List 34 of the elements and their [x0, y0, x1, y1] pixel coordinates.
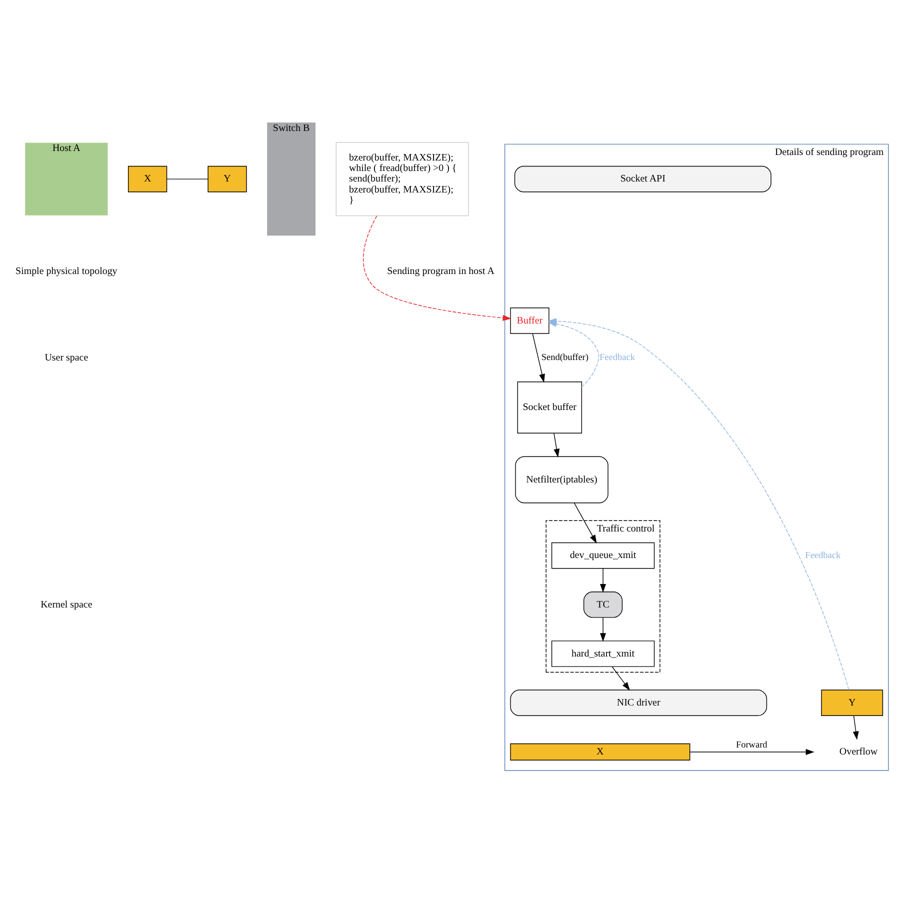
- node-box: bzero(buffer, MAXSIZE); while ( fread(buffer) >0 ) { send(buffer); bzero(buffer, MAXSIZE); }: [336, 142, 469, 216]
- arrow: [852, 714, 859, 740]
- node-box: Netfilter(iptables): [515, 456, 608, 503]
- arrow: [362, 215, 512, 320]
- arrow: [532, 332, 545, 382]
- node-box: Buffer: [510, 307, 550, 334]
- arrow: [690, 748, 814, 754]
- node-box: X: [128, 165, 168, 192]
- arrow: [612, 666, 630, 690]
- node-box: NIC driver: [510, 689, 768, 716]
- node-box: dev_queue_xmit: [551, 542, 655, 568]
- node-text: Overflow: [839, 746, 878, 758]
- arrow: [574, 502, 597, 543]
- edge-label: Send(buffer): [541, 352, 588, 363]
- edge-label: Forward: [736, 740, 768, 750]
- label: User space: [44, 352, 88, 363]
- node-box: Socket buffer: [517, 381, 582, 433]
- arrow: [600, 568, 606, 592]
- node-box: Y: [821, 689, 884, 716]
- node-box: X: [510, 742, 690, 760]
- node-box: Socket API: [514, 165, 772, 192]
- label: Kernel space: [40, 598, 92, 610]
- node-box: Switch B: [267, 122, 316, 236]
- node-box: hard_start_xmit: [551, 640, 655, 666]
- edge-label: Feedback: [805, 550, 841, 560]
- arrow: [600, 616, 606, 642]
- node-box: Host A: [25, 142, 108, 215]
- arrow: [554, 432, 560, 457]
- node-box: Y: [208, 165, 247, 192]
- label: Simple physical topology: [16, 266, 118, 277]
- edge-label: Feedback: [600, 352, 635, 363]
- connector: [166, 178, 208, 179]
- label: Sending program in host A: [387, 266, 494, 277]
- node-box: TC: [583, 590, 623, 618]
